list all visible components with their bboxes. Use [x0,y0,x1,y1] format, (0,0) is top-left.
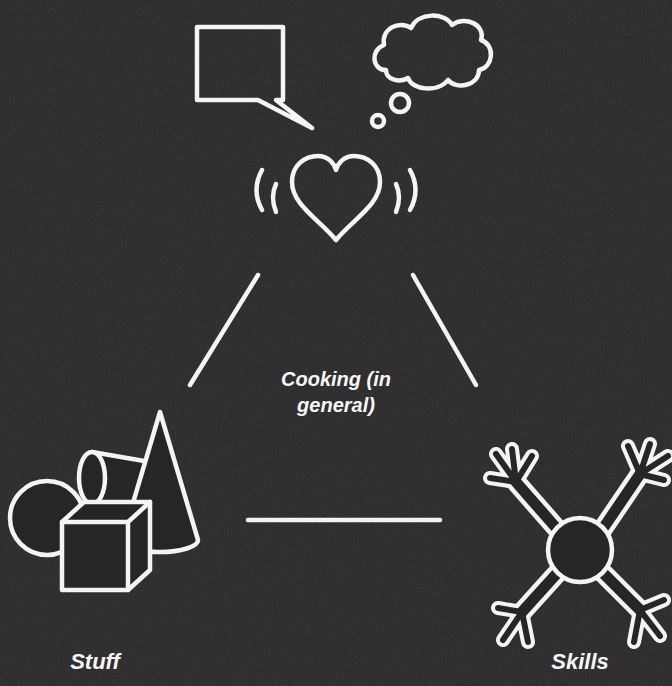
motion-mark [257,170,263,210]
thought-bubble-dot [391,94,409,112]
icon-node: Skills [440,385,672,655]
motion-mark [396,184,399,212]
node-label: Stuff [0,648,190,676]
thought-bubble-dot [372,115,384,127]
cylinder-end [79,452,105,504]
center-label: Cooking (in general) [271,366,401,418]
triangle-line [248,518,440,523]
motion-mark [410,170,416,210]
triangle-line [413,275,476,385]
cube-shape [62,502,150,590]
icon-node: Stuff [0,385,248,655]
motion-mark [273,184,276,212]
speech-bubble [197,27,312,128]
node-label: Skills [500,648,660,676]
cube-edge [62,502,150,590]
shapes-icon [10,412,198,590]
thought-cloud [374,16,491,89]
heart-icon [292,156,380,240]
triangle-line [190,275,258,385]
figure-icon [490,444,668,642]
